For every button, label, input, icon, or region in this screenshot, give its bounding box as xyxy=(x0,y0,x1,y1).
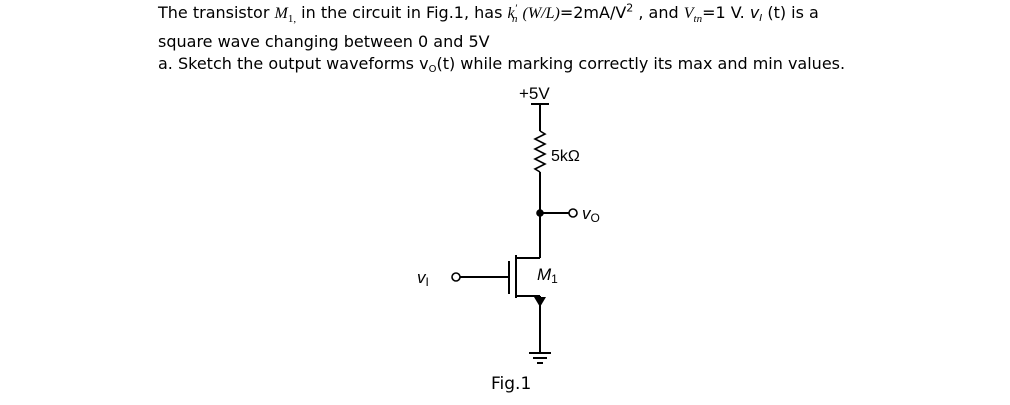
question-text-segment: , and xyxy=(633,3,684,22)
question-text: The transistor M1, in the circuit in Fig… xyxy=(158,2,988,82)
transistor-label: M1 xyxy=(537,265,558,286)
supply-label: +5V xyxy=(519,84,550,103)
vtn-parameter: Vtn xyxy=(683,5,703,26)
input-terminal xyxy=(451,272,461,282)
source-arrow-icon xyxy=(534,297,546,307)
transistor-symbol: M1, xyxy=(274,5,297,26)
input-label: vI xyxy=(417,268,429,289)
question-line-2: square wave changing between 0 and 5V xyxy=(158,31,490,51)
question-line-1: The transistor M1, in the circuit in Fig… xyxy=(158,2,988,31)
kn-exponent: 2 xyxy=(626,1,634,15)
resistor-label: 5kΩ xyxy=(551,148,580,165)
figure-label: Fig.1 xyxy=(491,374,531,394)
resistor xyxy=(533,130,547,173)
output-terminal xyxy=(568,208,578,218)
question-text-segment: The transistor xyxy=(158,3,275,22)
kn-parameter: k′n(W/L) xyxy=(507,2,560,26)
question-text-segment: in the circuit in Fig.1, has xyxy=(296,3,508,22)
vtn-value: =1 V. xyxy=(702,3,750,22)
drain-node-dot xyxy=(536,209,544,217)
question-text-segment: (t) is a xyxy=(762,3,819,22)
output-label: vO xyxy=(582,204,600,225)
kn-value: =2mA/V xyxy=(559,3,627,22)
vi-symbol: vI xyxy=(749,3,763,24)
question-line-3: a. Sketch the output waveforms vO(t) whi… xyxy=(158,54,846,75)
